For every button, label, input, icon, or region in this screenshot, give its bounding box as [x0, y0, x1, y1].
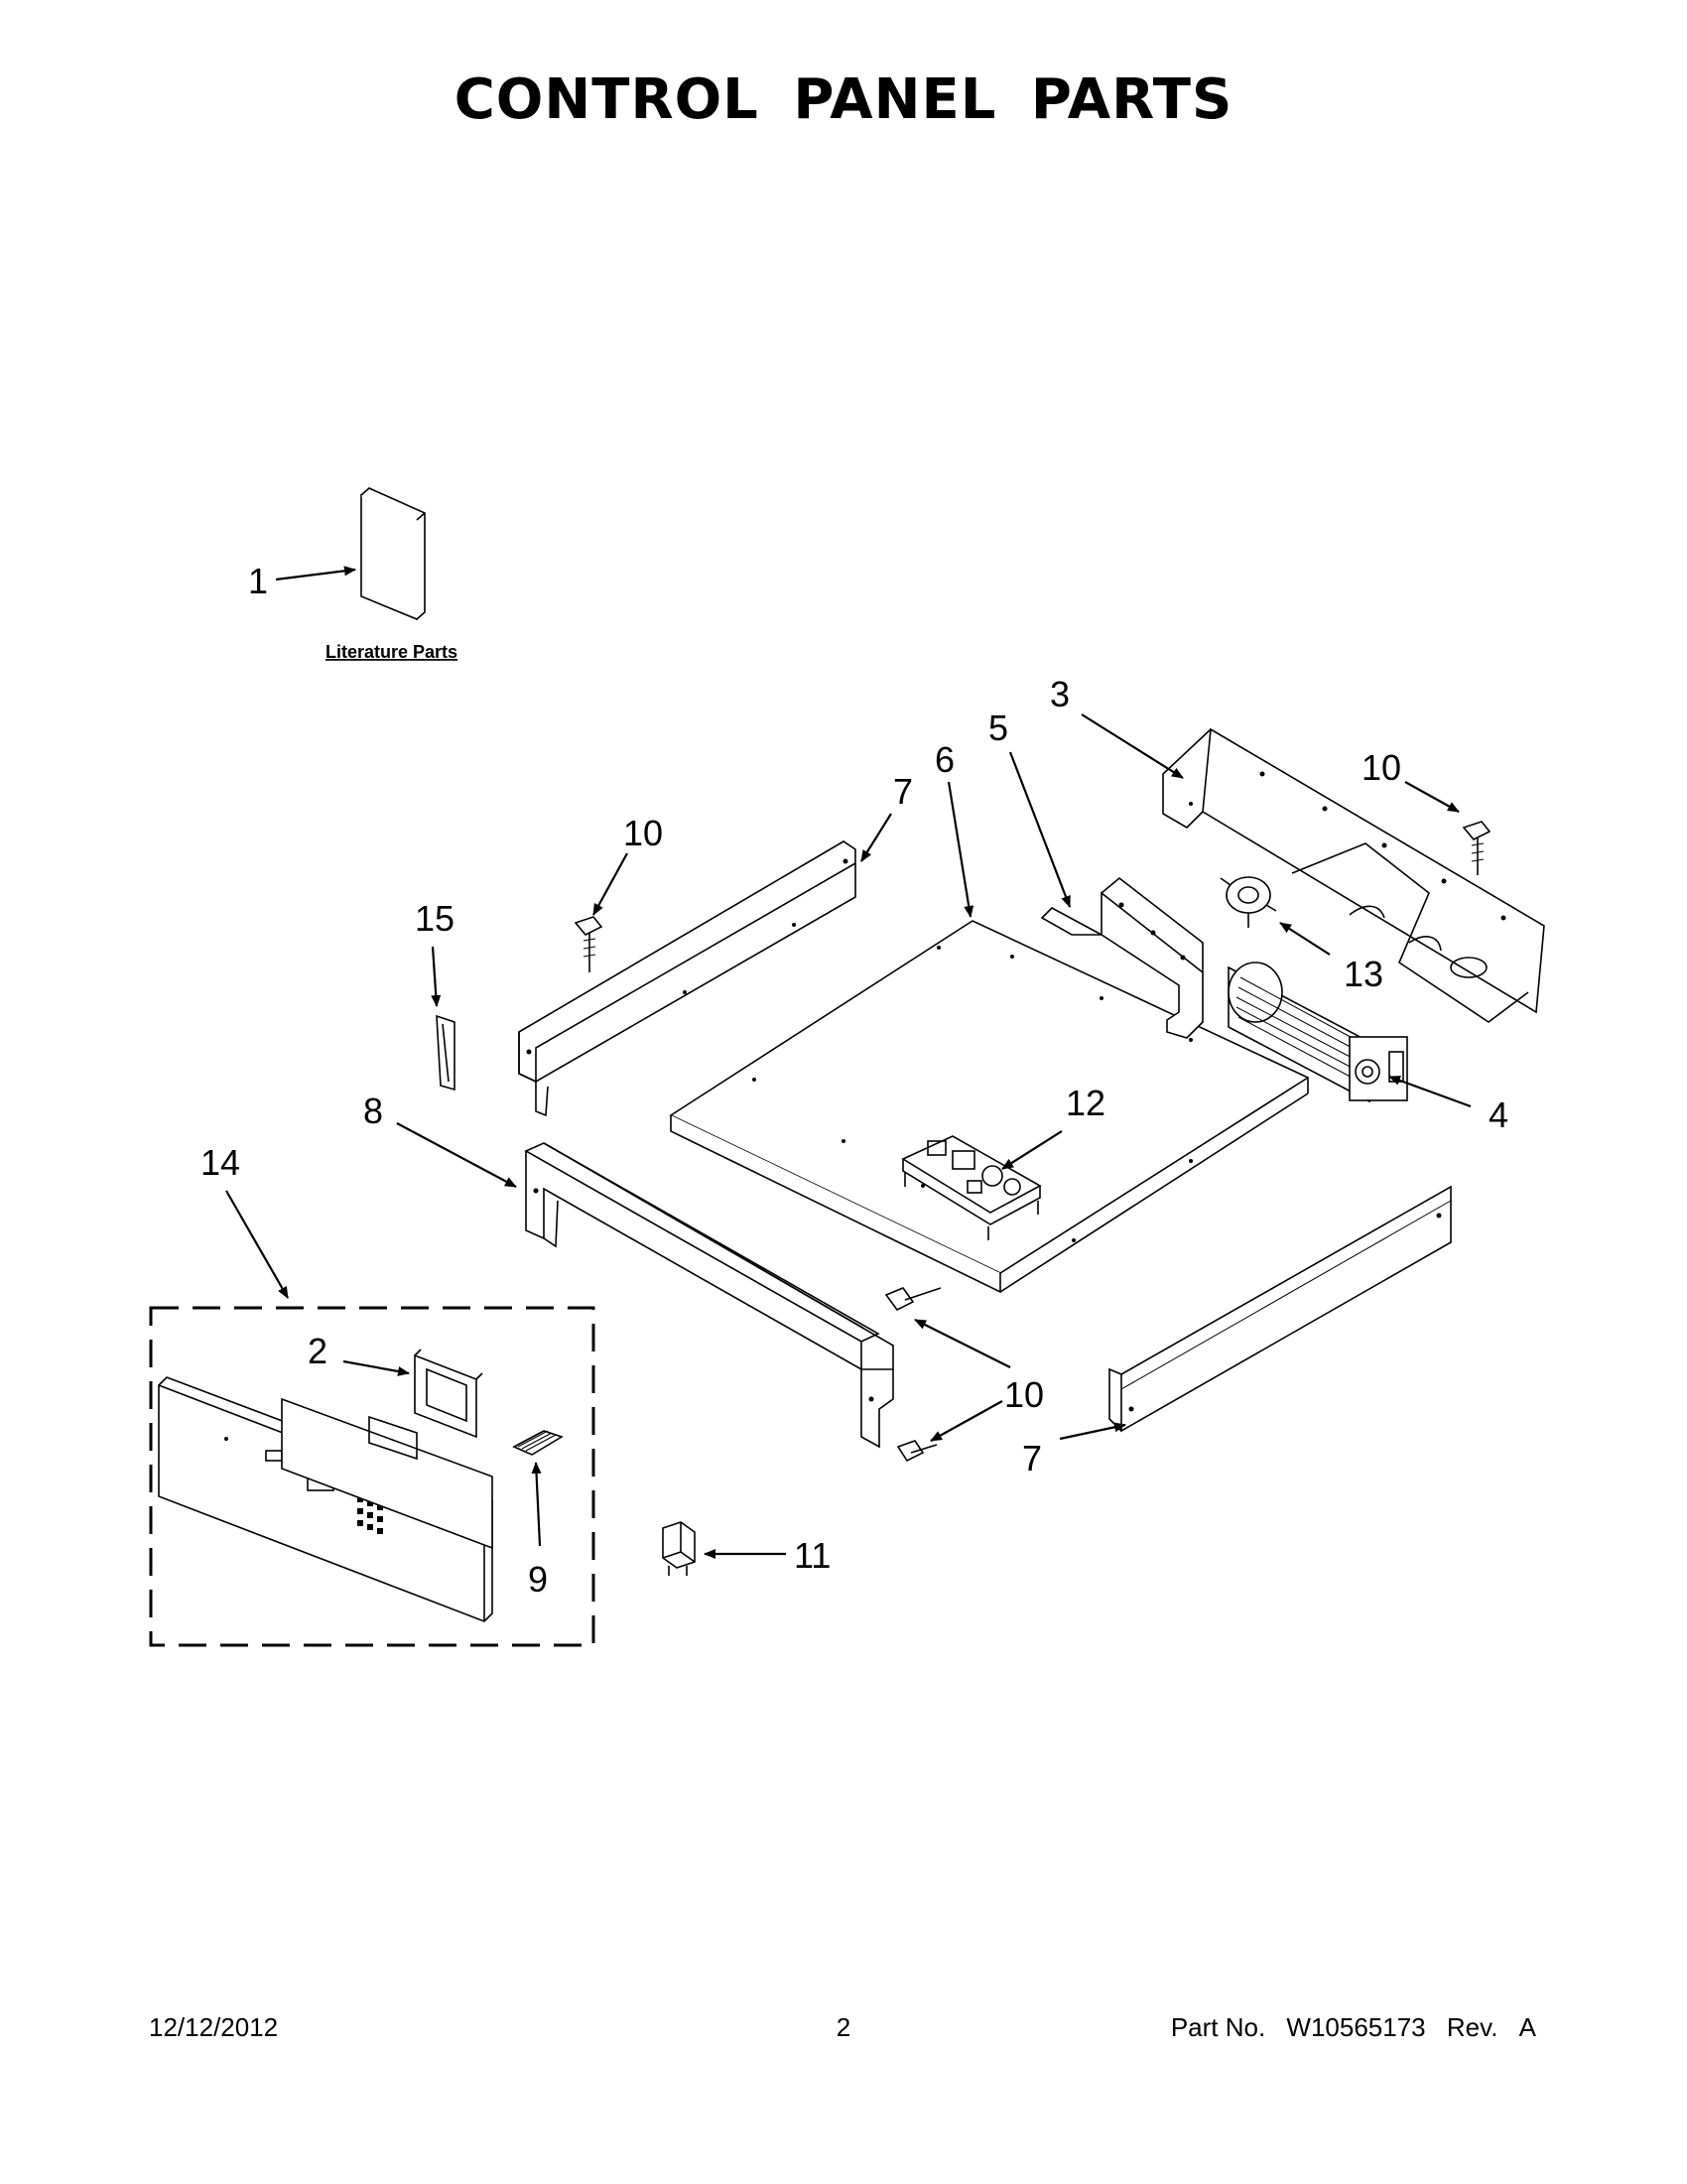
page-title: CONTROL PANEL PARTS — [454, 67, 1233, 132]
leader-4 — [1388, 1075, 1472, 1108]
leader-9 — [531, 1462, 542, 1547]
callout-9: 9 — [528, 1559, 548, 1600]
part-14-display-board — [281, 1397, 493, 1550]
part-6-base-panel — [669, 920, 1310, 1294]
callout-10-upper-right: 10 — [1362, 747, 1401, 788]
leader-7-upper — [860, 813, 892, 862]
part-10-screw-upper-right — [1462, 821, 1492, 875]
callout-13: 13 — [1344, 954, 1383, 994]
part-3-rear-bracket — [1162, 727, 1545, 1023]
callout-11: 11 — [794, 1535, 831, 1576]
part-10-screw-center — [884, 1287, 942, 1312]
part-14-group-box — [149, 1306, 595, 1647]
part-15-small-bracket — [436, 1014, 455, 1092]
leader-1 — [275, 566, 356, 581]
callout-10-upper-left: 10 — [623, 813, 663, 853]
callout-6: 6 — [935, 739, 955, 780]
callout-12: 12 — [1066, 1083, 1105, 1123]
part-11-switch — [662, 1521, 696, 1576]
leader-15 — [431, 946, 442, 1007]
footer-page-number: 2 — [836, 2012, 851, 2042]
footer-part-info: Part No. W10565173 Rev. A — [1157, 2012, 1536, 2043]
footer-part-label: Part No. — [1170, 2012, 1266, 2042]
leader-10-lower — [930, 1400, 1003, 1442]
leader-5 — [1008, 751, 1072, 908]
callout-2: 2 — [308, 1331, 327, 1371]
leader-14 — [225, 1190, 289, 1299]
callout-14: 14 — [200, 1142, 240, 1183]
part-12-control-board — [901, 1135, 1042, 1240]
footer-part-number: W10565173 — [1286, 2012, 1426, 2042]
part-7-side-rail-lower — [1108, 1185, 1452, 1433]
part-1-literature-booklet — [360, 487, 426, 621]
callout-7-lower: 7 — [1022, 1438, 1042, 1478]
leader-13 — [1279, 922, 1331, 956]
leader-6 — [947, 781, 974, 918]
leader-2 — [342, 1359, 410, 1376]
leader-10-center — [914, 1319, 1011, 1368]
callout-7-upper: 7 — [893, 771, 913, 812]
footer-rev-label: Rev. — [1446, 2012, 1498, 2042]
part-2-display-bracket — [414, 1349, 483, 1439]
footer-date: 12/12/2012 — [149, 2012, 279, 2042]
callout-4: 4 — [1489, 1094, 1508, 1135]
part-8-front-rail — [524, 1142, 894, 1449]
leader-10-upper-left — [592, 852, 628, 916]
leader-3 — [1081, 713, 1184, 779]
callout-15: 15 — [415, 898, 454, 939]
leader-8 — [396, 1122, 517, 1188]
callout-8: 8 — [363, 1091, 383, 1131]
part-13-thermostat — [1220, 876, 1277, 928]
callout-3: 3 — [1050, 674, 1070, 714]
callout-5: 5 — [988, 707, 1008, 748]
part-5-bracket — [1040, 876, 1204, 1039]
footer-rev: A — [1518, 2012, 1536, 2042]
literature-parts-label: Literature Parts — [325, 642, 457, 662]
leader-12 — [1001, 1130, 1063, 1170]
part-10-screw-lower — [896, 1440, 938, 1463]
callout-1: 1 — [248, 561, 268, 601]
part-7-side-rail-upper — [518, 840, 856, 1117]
part-9-keypad — [512, 1430, 564, 1456]
part-4-blower-fan — [1228, 962, 1408, 1103]
leader-10-upper-right — [1404, 781, 1460, 813]
callout-10-lower: 10 — [1004, 1374, 1044, 1415]
part-10-screw-upper-left — [574, 916, 603, 972]
leader-7-lower — [1059, 1422, 1126, 1441]
